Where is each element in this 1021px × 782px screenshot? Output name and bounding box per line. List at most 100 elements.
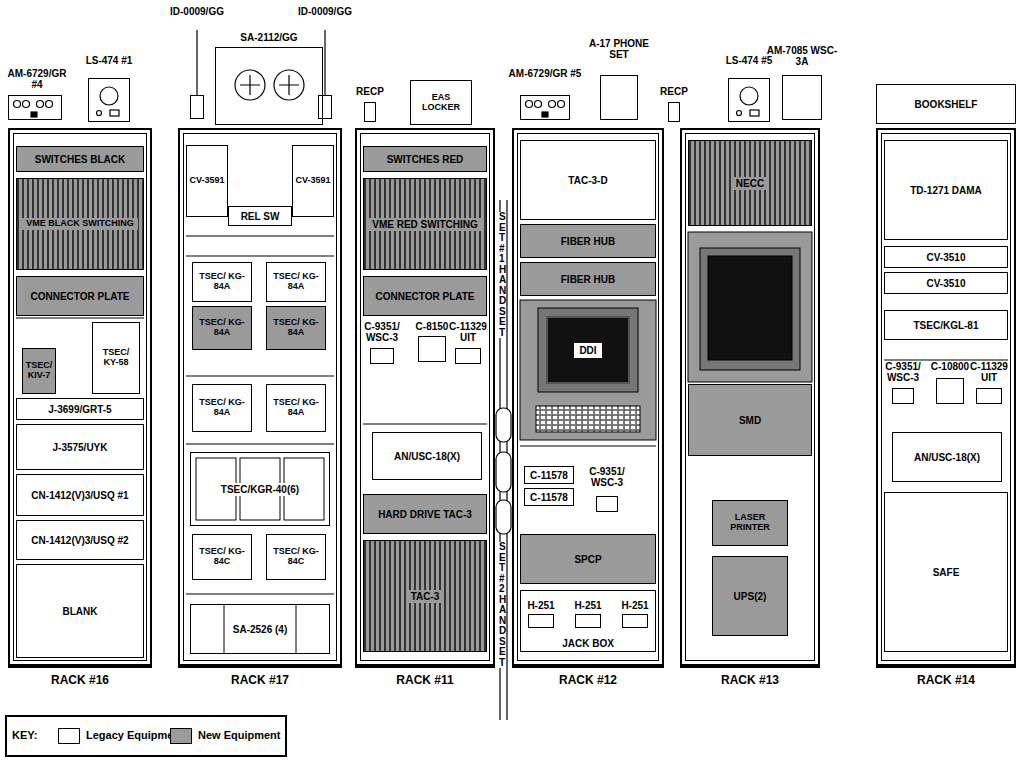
rack-label: RACK #13: [680, 674, 820, 687]
equipment-unit: SA-2112/GG: [215, 47, 323, 125]
unit-label: TSEC/ KG-84C: [193, 547, 251, 567]
equipment-unit: LS-474 #1: [88, 78, 130, 122]
equipment-unit: FIBER HUB: [520, 262, 656, 296]
equipment-unit: SPCP: [520, 534, 656, 584]
equipment-unit: SMD: [688, 384, 812, 456]
drawing-shape: [496, 452, 511, 492]
unit-label: CV-3510: [925, 278, 968, 289]
unit-label: RECP: [350, 86, 390, 97]
unit-label: ID-0009/GG: [290, 6, 360, 17]
equipment-unit: NECC: [688, 140, 812, 226]
unit-label: AM-7085 WSC-3A: [766, 45, 838, 67]
unit-label: TAC-3-D: [566, 175, 609, 186]
unit-label: SWITCHES BLACK: [33, 154, 128, 165]
legend-text: New Equipment: [198, 729, 281, 741]
unit-label: HARD DRIVE TAC-3: [376, 509, 474, 520]
equipment-unit: SWITCHES RED: [363, 146, 487, 172]
unit-label: TSEC/ KIV-7: [23, 361, 55, 381]
unit-label: FIBER HUB: [559, 236, 617, 247]
unit-label: CN-1412(V)3/USQ #1: [29, 490, 130, 501]
equipment-unit: TSEC/ KG-84A: [266, 262, 326, 302]
unit-label: SAFE: [931, 567, 962, 578]
unit-label: TSEC/ KG-84A: [193, 398, 251, 418]
unit-label: TSEC/ KG-84A: [193, 318, 251, 338]
equipment-unit: TD-1271 DAMA: [884, 140, 1008, 240]
equipment-unit: AN/USC-18(X): [372, 432, 482, 480]
unit-label: TSEC/ KG-84C: [267, 547, 325, 567]
equipment-rack: RACK #12TAC-3-DFIBER HUBFIBER HUBDDIC-11…: [512, 128, 664, 668]
unit-label: TSEC/ KG-84A: [193, 272, 251, 292]
unit-label: C-8150: [408, 321, 456, 332]
unit-label: ID-0009/GG: [162, 6, 232, 17]
equipment-unit: CONNECTOR PLATE: [363, 276, 487, 316]
equipment-unit: UPS(2): [712, 556, 788, 636]
equipment-unit: H-251: [528, 614, 554, 628]
equipment-unit: A-17 PHONE SET: [600, 75, 638, 120]
handset-label: SET #1 HANDSET: [499, 212, 505, 338]
equipment-unit: C-11578: [524, 466, 574, 484]
equipment-unit: TSEC/ KY-58: [92, 322, 140, 394]
unit-label: LS-474 #1: [84, 55, 134, 66]
unit-label: EAS LOCKER: [411, 93, 471, 113]
unit-label: AM-6729/GR #5: [506, 68, 584, 79]
drawing-shape: [100, 87, 118, 105]
drawing-shape: [884, 360, 1008, 361]
unit-label: SMD: [737, 415, 763, 426]
drawing-shape: [496, 408, 511, 442]
drawing-shape: [31, 112, 37, 117]
unit-label: TSEC/KGL-81: [911, 320, 980, 331]
drawing-shape: [296, 604, 297, 654]
rack-label: RACK #12: [512, 674, 664, 687]
equipment-unit: C-11329 UIT: [976, 388, 1002, 404]
unit-label: SWITCHES RED: [385, 154, 466, 165]
legend-frame: [6, 716, 286, 756]
unit-label: TD-1271 DAMA: [908, 185, 984, 196]
unit-label: J-3575/UYK: [50, 442, 109, 453]
equipment-unit: AM-6729/GR #4: [8, 95, 62, 120]
top-device-detail: [14, 30, 760, 117]
equipment-unit: REL SW: [228, 206, 292, 226]
equipment-unit: TAC-3-D: [520, 140, 656, 220]
equipment-unit: VME BLACK SWITCHING: [16, 178, 144, 270]
drawing-shape: [16, 318, 144, 319]
equipment-unit: LS-474 #5: [728, 78, 770, 122]
legend-swatch: [58, 728, 80, 744]
equipment-unit: C-10800: [936, 378, 964, 404]
drawing-shape: [549, 101, 556, 108]
drawing-shape: [750, 110, 759, 116]
equipment-unit: HARD DRIVE TAC-3: [363, 494, 487, 534]
equipment-unit: C-8150: [418, 336, 446, 362]
unit-label: LASER PRINTER: [713, 513, 787, 533]
equipment-unit: J-3575/UYK: [16, 424, 144, 470]
drawing-shape: [196, 30, 197, 95]
equipment-unit: H-251: [575, 614, 601, 628]
drawing-shape: [538, 308, 638, 392]
equipment-unit: TSEC/KGL-81: [884, 310, 1008, 340]
equipment-unit: AM-6729/GR #5: [520, 95, 570, 120]
equipment-rack: RACK #11SWITCHES REDVME RED SWITCHINGCON…: [355, 128, 495, 668]
unit-label: BLANK: [61, 606, 100, 617]
equipment-unit: CV-3510: [884, 246, 1008, 268]
unit-label: C-11329 UIT: [444, 321, 492, 343]
unit-label: TSEC/ KG-84A: [267, 318, 325, 338]
drawing-shape: [324, 30, 325, 95]
rack-label: RACK #14: [876, 674, 1016, 687]
unit-label: CN-1412(V)3/USQ #2: [29, 535, 130, 546]
drawing-shape: [526, 101, 533, 108]
equipment-unit: TSEC/ KG-84C: [192, 534, 252, 580]
drawing-shape: [37, 101, 44, 108]
handset-cable: [496, 200, 511, 720]
equipment-unit: TSEC/ KG-84C: [266, 534, 326, 580]
unit-label: LS-474 #5: [724, 55, 774, 66]
unit-label: H-251: [522, 600, 560, 611]
unit-label: J-3699/GRT-5: [46, 404, 113, 415]
equipment-unit: VME RED SWITCHING: [363, 178, 487, 270]
unit-label: C-9351/ WSC-3: [582, 466, 632, 488]
drawing-shape: [14, 101, 21, 108]
unit-label: C-11578: [528, 470, 570, 481]
equipment-rack: RACK #16SWITCHES BLACKVME BLACK SWITCHIN…: [8, 128, 152, 668]
equipment-unit: TAC-3: [363, 540, 487, 652]
unit-label: SPCP: [572, 554, 603, 565]
equipment-unit: TSEC/ KG-84A: [192, 306, 252, 350]
